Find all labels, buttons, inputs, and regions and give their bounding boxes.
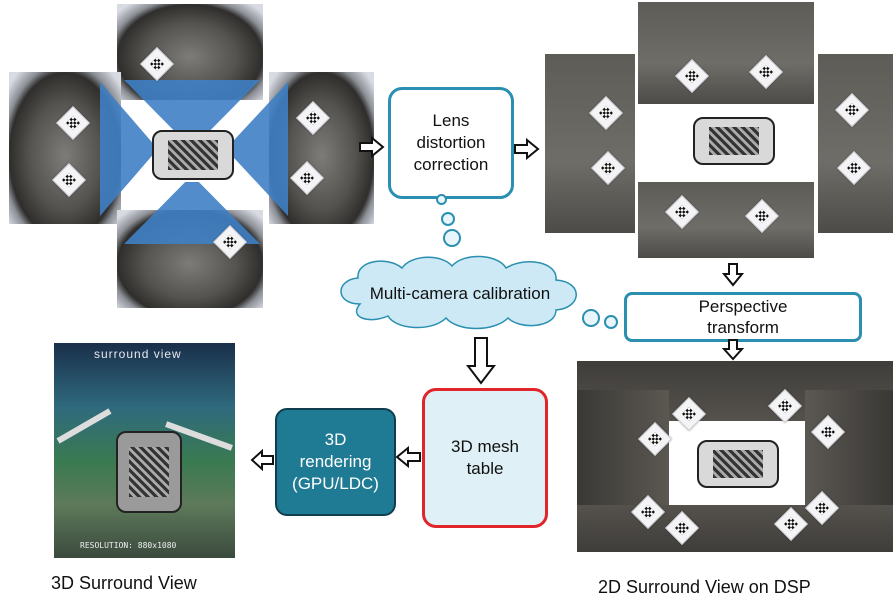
camera-beam-right [232,82,288,216]
thought-bubble [443,229,461,247]
top-view-rear [577,505,893,552]
multi-camera-calibration-label: Multi-camera calibration [369,284,551,303]
arrow-down-icon [466,337,496,385]
vehicle-top-view [697,440,779,488]
thought-bubble [436,194,447,205]
3d-surround-view-render: surround view RESOLUTION: 880x1080 [54,343,235,558]
thought-bubble [604,315,618,329]
3d-mesh-table-box: 3D mesh table [422,388,548,528]
perspective-transform-box: Perspective transform [624,292,862,342]
lens-distortion-correction-box: Lens distortion correction [388,87,514,199]
vehicle-top-view [693,117,775,165]
arrow-down-icon [722,263,744,287]
thought-bubble [582,309,600,327]
thought-bubble [441,212,455,226]
calibration-cloud [340,255,577,330]
corrected-view-rear [638,182,814,258]
arrow-left-icon [250,449,274,471]
corrected-view-left [545,54,635,233]
surround-view-logo: surround view [94,347,182,361]
vehicle-top-view [152,130,234,180]
camera-beam-left [100,82,152,216]
arrow-right-icon [359,136,385,158]
arrow-right-icon [514,138,540,160]
caption-3d-surround-view: 3D Surround View [51,573,197,593]
road-marking [56,408,112,444]
corrected-view-front [638,2,814,104]
resolution-text: RESOLUTION: 880x1080 [80,541,177,550]
arrow-down-icon [722,339,744,361]
3d-rendering-box: 3D rendering (GPU/LDC) [275,408,396,516]
arrow-left-icon [395,446,421,468]
vehicle-3d-model [116,431,182,513]
caption-2d-surround-view: 2D Surround View on DSP [598,577,811,597]
corrected-view-right [818,54,893,233]
